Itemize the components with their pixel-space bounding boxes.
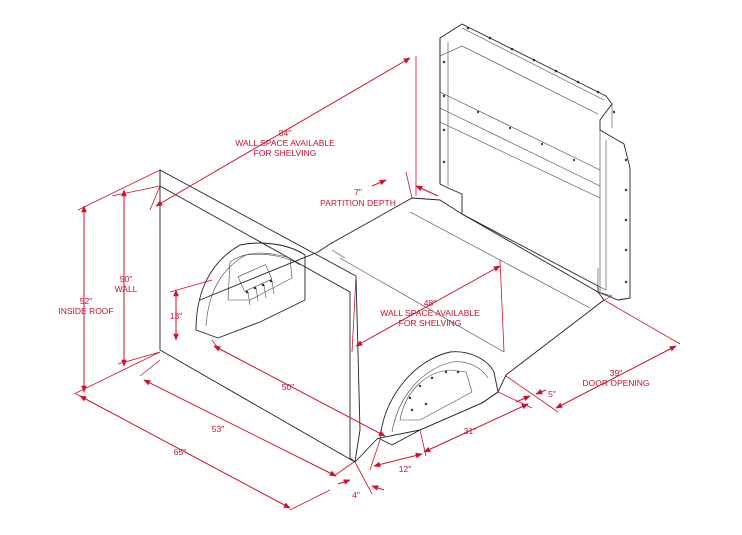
label-between-50: 50" <box>282 382 294 392</box>
floor-seam <box>331 249 346 259</box>
floor-seam <box>339 257 505 353</box>
label-4: 4" <box>352 490 360 500</box>
label-31: 31" <box>464 426 476 436</box>
extension-line <box>77 169 161 211</box>
left-wheel-well <box>195 242 306 339</box>
extension-line <box>505 375 559 413</box>
extension-line <box>73 351 161 395</box>
extension-line <box>149 185 161 211</box>
label-65: 65" <box>174 447 186 457</box>
van-outline <box>159 23 631 463</box>
dim-line-4 <box>337 479 351 485</box>
dim-line-5 <box>515 395 531 403</box>
label-5: 5" <box>548 389 556 399</box>
label-roof-52-caption: INSIDE ROOF <box>58 306 113 316</box>
dim-line-84 <box>155 57 411 207</box>
floor-edge <box>597 291 613 301</box>
dim-line-12 <box>373 452 423 468</box>
extension-line <box>405 171 413 199</box>
label-84: 84" <box>279 128 291 138</box>
extension-line <box>139 359 161 377</box>
label-39: 39" <box>610 368 622 378</box>
dimension-labels: 84" WALL SPACE AVAILABLE FOR SHELVING 7"… <box>58 128 649 500</box>
dim-line-31 <box>423 403 529 453</box>
label-12: 12" <box>399 464 411 474</box>
extension-line <box>75 393 81 397</box>
label-48: 48" <box>424 298 436 308</box>
extension-line <box>497 391 533 409</box>
label-wall-50: 50" <box>120 274 132 284</box>
label-48-caption-1: WALL SPACE AVAILABLE <box>380 308 480 318</box>
label-wall-50-caption: WALL <box>115 284 138 294</box>
dim-line-7 <box>415 185 439 197</box>
extension-line <box>111 185 161 197</box>
extension-line <box>354 461 373 495</box>
extension-line <box>499 259 505 353</box>
dim-line-39 <box>555 345 677 409</box>
extension-line <box>603 299 681 345</box>
label-84-caption-1: WALL SPACE AVAILABLE <box>235 138 335 148</box>
label-roof-52: 52" <box>80 296 92 306</box>
label-53: 53" <box>212 424 224 434</box>
label-7: 7" <box>354 187 362 197</box>
label-13: 13" <box>170 311 182 321</box>
right-wheel-well <box>379 351 499 439</box>
partition <box>439 23 631 301</box>
extension-line <box>351 275 357 353</box>
left-wall-panel <box>159 169 361 463</box>
extension-line <box>289 489 331 511</box>
label-48-caption-2: FOR SHELVING <box>399 318 462 328</box>
label-39-caption: DOOR OPENING <box>582 378 649 388</box>
dim-line-65 <box>79 395 291 509</box>
dim-line-48 <box>355 265 501 347</box>
dim-line-7 <box>371 179 387 187</box>
label-7-caption: PARTITION DEPTH <box>320 198 396 208</box>
dim-line-5 <box>535 389 547 395</box>
label-84-caption-2: FOR SHELVING <box>254 148 317 158</box>
floor-outline <box>159 197 605 463</box>
dim-line-53 <box>143 379 337 477</box>
extension-line <box>333 461 355 477</box>
extension-line <box>419 429 427 457</box>
dimension-lines <box>73 56 681 511</box>
dim-line-4 <box>371 485 385 491</box>
